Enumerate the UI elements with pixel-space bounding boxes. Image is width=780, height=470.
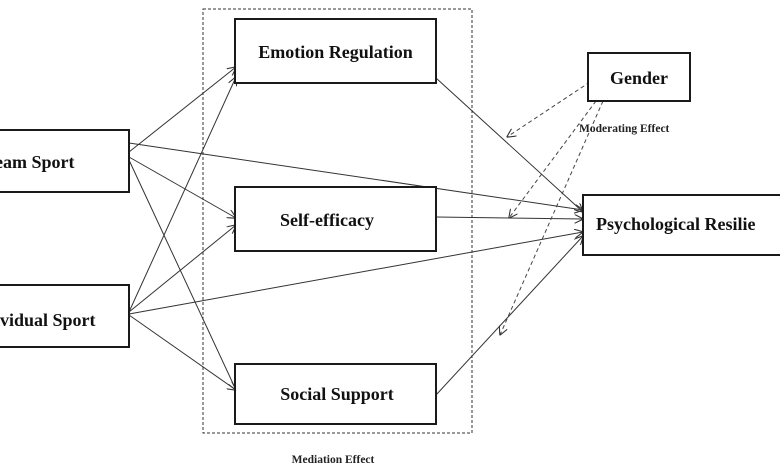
path-team-resilience [128,142,583,210]
social-support-label: Social Support [280,384,394,404]
path-emotion-resilience [435,77,583,212]
moderating-effect-label: Moderating Effect [579,123,670,135]
gender-box [587,52,691,102]
moderation-to-direct-path [500,100,604,335]
path-social-resilience [435,236,583,396]
emotion-regulation-box [234,18,437,84]
psychological-resilience-label: Psychological Resilie [596,214,755,234]
team-sport-box [0,129,130,193]
individual-sport-box [0,284,130,348]
path-individual-emotion [128,77,236,313]
emotion-regulation-label: Emotion Regulation [258,42,413,62]
path-team-social [128,159,236,390]
psychological-resilience-box [582,194,780,256]
path-team-emotion [128,67,236,153]
moderation-to-selfefficacy-path [509,100,597,218]
path-team-selfefficacy [128,156,236,218]
social-support-box [234,363,437,425]
self-efficacy-label: Self-efficacy [280,210,374,230]
team-sport-label: eam Sport [0,152,75,172]
moderating-paths [500,81,604,335]
path-selfefficacy-resilience [435,217,583,219]
self-efficacy-box [234,186,437,252]
path-individual-social [128,314,236,390]
mediation-effect-label: Mediation Effect [292,454,375,466]
individual-sport-label: ividual Sport [0,310,96,330]
moderation-to-emotion-path [507,81,591,137]
mediation-frame [202,8,473,434]
path-individual-resilience [128,232,583,315]
path-individual-selfefficacy [128,225,236,313]
gender-label: Gender [610,68,668,88]
